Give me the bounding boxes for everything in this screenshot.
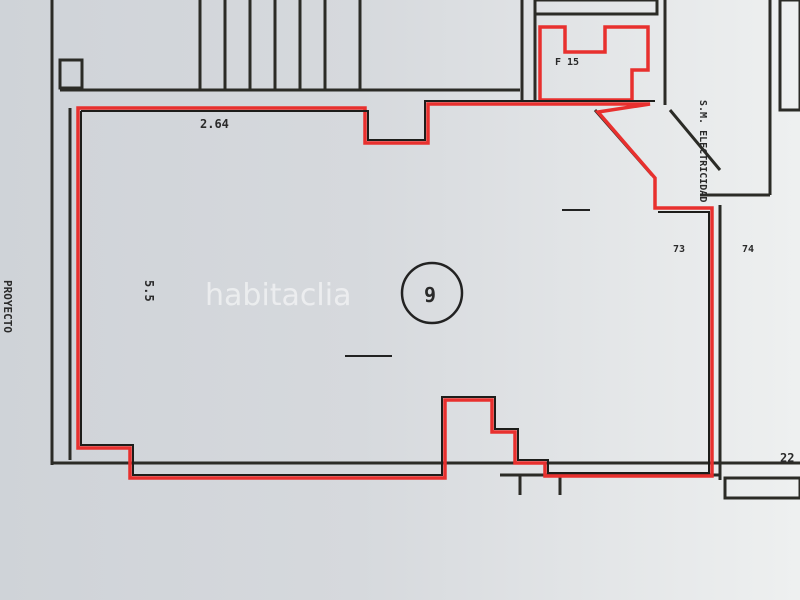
black-outline-main	[80, 100, 710, 476]
unit-22-label: 22	[780, 451, 794, 465]
electric-room-label: S.M. ELECTRICIDAD	[697, 100, 708, 202]
watermark: habitaclia	[205, 278, 351, 313]
dimension-top: 2.64	[200, 117, 229, 131]
dimension-left: 5.5	[142, 280, 156, 302]
small-room-label: F 15	[555, 57, 579, 68]
room-marker-circle	[400, 261, 464, 325]
room-number: 9	[424, 283, 436, 307]
side-label: PROYECTO	[1, 280, 14, 333]
red-outline-main	[76, 25, 714, 480]
unit-73-label: 73	[673, 244, 685, 255]
wall-lines	[50, 0, 800, 500]
unit-74-label: 74	[742, 244, 754, 255]
